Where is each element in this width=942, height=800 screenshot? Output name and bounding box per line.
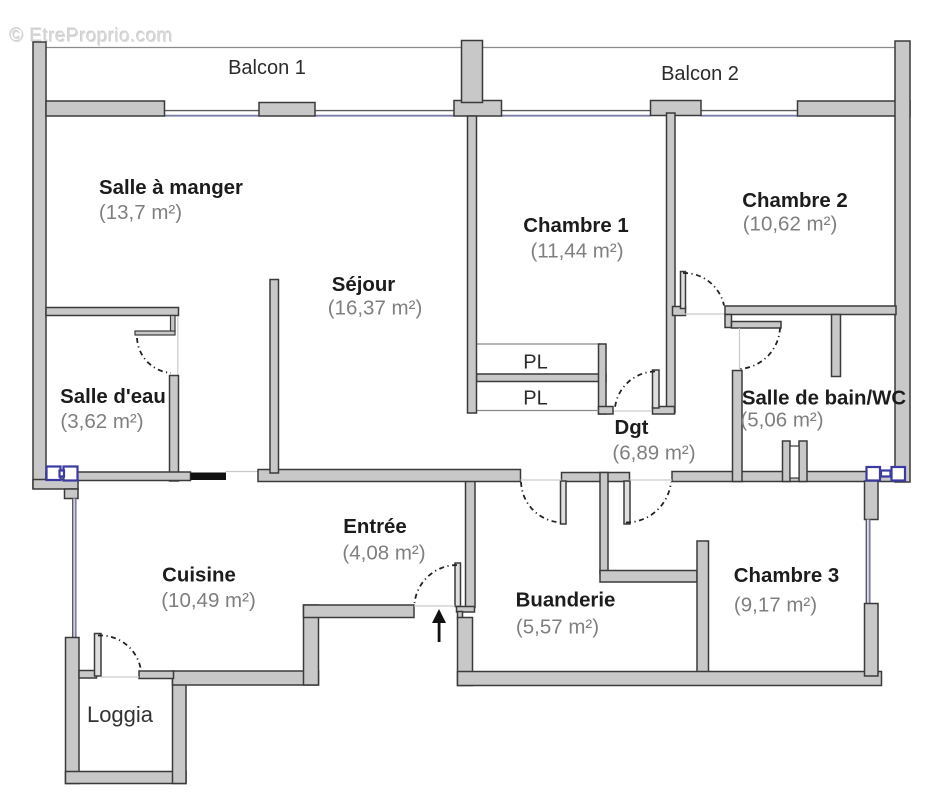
svg-text:Séjour: Séjour (332, 274, 396, 296)
svg-text:(6,89 m²): (6,89 m²) (612, 442, 695, 465)
svg-text:(5,57 m²): (5,57 m²) (516, 616, 599, 639)
svg-text:Buanderie: Buanderie (516, 590, 616, 612)
svg-text:Balcon 1: Balcon 1 (228, 57, 306, 79)
svg-text:Salle de bain/WC: Salle de bain/WC (742, 388, 907, 410)
svg-text:Cuisine: Cuisine (162, 565, 236, 587)
svg-text:Balcon 2: Balcon 2 (661, 63, 739, 85)
svg-text:Dgt: Dgt (615, 417, 649, 439)
svg-text:PL: PL (523, 352, 547, 374)
svg-text:(10,49 m²): (10,49 m²) (161, 589, 256, 612)
svg-text:Salle d'eau: Salle d'eau (60, 386, 166, 408)
svg-text:(5,06 m²): (5,06 m²) (740, 409, 823, 432)
svg-text:(3,62 m²): (3,62 m²) (60, 410, 143, 433)
svg-text:(13,7 m²): (13,7 m²) (99, 201, 182, 224)
svg-text:Loggia: Loggia (87, 702, 154, 727)
svg-text:Chambre 1: Chambre 1 (523, 215, 628, 237)
svg-text:© EtreProprio.com: © EtreProprio.com (9, 25, 172, 46)
svg-text:Chambre 3: Chambre 3 (734, 565, 839, 587)
svg-text:Salle à manger: Salle à manger (99, 177, 243, 199)
svg-text:(4,08 m²): (4,08 m²) (342, 542, 425, 565)
svg-text:(10,62 m²): (10,62 m²) (743, 213, 838, 236)
svg-text:Chambre 2: Chambre 2 (742, 190, 847, 212)
svg-text:(9,17 m²): (9,17 m²) (734, 594, 817, 617)
svg-text:PL: PL (523, 388, 547, 410)
svg-text:Entrée: Entrée (343, 516, 406, 538)
svg-text:(16,37 m²): (16,37 m²) (328, 297, 423, 320)
svg-text:(11,44 m²): (11,44 m²) (530, 240, 623, 263)
svg-text:© EtreProprio.com: © EtreProprio.com (10, 26, 173, 47)
